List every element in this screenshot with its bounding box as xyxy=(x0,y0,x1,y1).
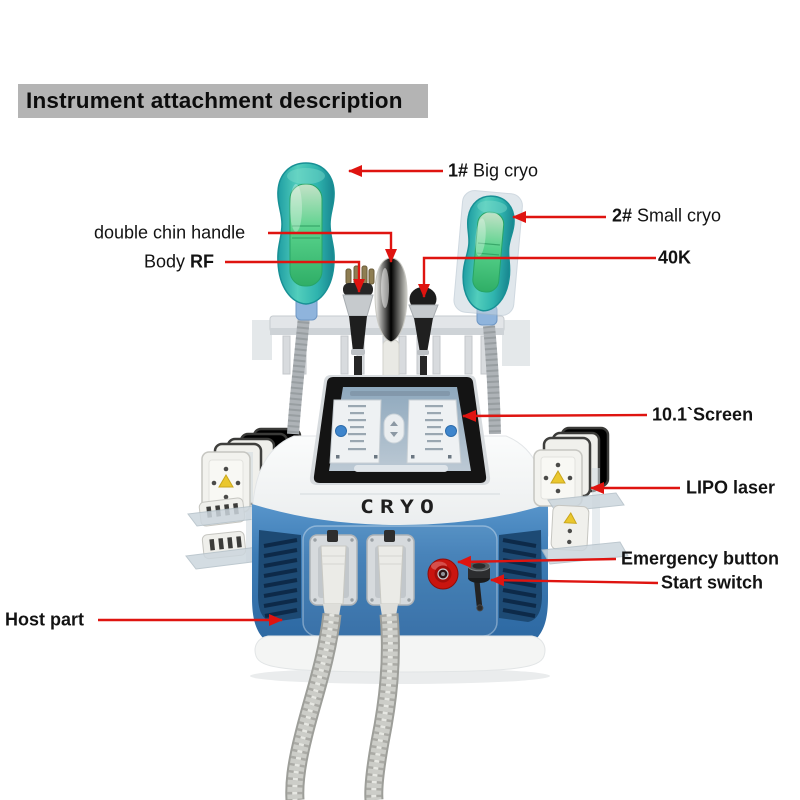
label-small-cryo: 2# Small cryo xyxy=(612,206,721,227)
label-emergency-button: Emergency button xyxy=(621,548,780,569)
label-double-chin: double chin handle xyxy=(94,222,246,243)
arrow-emergency xyxy=(457,555,617,568)
label-body-rf: Body RF xyxy=(144,252,214,273)
arrow-40k xyxy=(418,256,656,298)
start-switch xyxy=(467,560,491,612)
label-big-cryo-num: 1# xyxy=(448,160,469,181)
emergency-button xyxy=(427,558,459,590)
small-cryo-handle xyxy=(453,190,523,326)
cryo-hoses xyxy=(287,315,501,435)
label-start-switch: Start switch xyxy=(661,572,764,593)
label-small-cryo-num: 2# xyxy=(612,205,633,226)
label-body-rf-prefix: Body xyxy=(144,251,186,272)
handle-cable-left xyxy=(285,612,342,800)
handle-connector-right xyxy=(366,530,415,616)
label-40k: 40K xyxy=(658,247,692,268)
cryo-logo: CRYO xyxy=(360,496,440,518)
arrow-body-rf xyxy=(225,260,365,293)
vent-right xyxy=(499,530,542,622)
label-body-rf-bold: RF xyxy=(190,251,215,272)
lipo-laser-pads-right xyxy=(533,426,629,565)
arrow-screen xyxy=(462,409,648,422)
arrow-double-chin xyxy=(268,231,397,263)
arrow-start-switch xyxy=(490,574,659,587)
annotation-arrows xyxy=(98,165,680,626)
label-host-part: Host part xyxy=(5,609,85,630)
vent-left xyxy=(258,530,301,622)
label-small-cryo-text: Small cryo xyxy=(637,205,722,226)
label-big-cryo: 1# Big cryo xyxy=(448,161,538,182)
big-cryo-handle xyxy=(277,162,335,321)
label-lipo-laser: LIPO laser xyxy=(686,477,776,498)
host-machine: CRYO xyxy=(250,375,550,800)
label-screen: 10.1`Screen xyxy=(652,404,754,425)
handle-connector-left xyxy=(309,530,358,616)
touch-screen xyxy=(309,375,491,485)
page-title: Instrument attachment description xyxy=(18,84,428,118)
base xyxy=(254,635,546,673)
handle-cable-right xyxy=(364,613,400,800)
label-big-cryo-text: Big cryo xyxy=(473,160,539,181)
